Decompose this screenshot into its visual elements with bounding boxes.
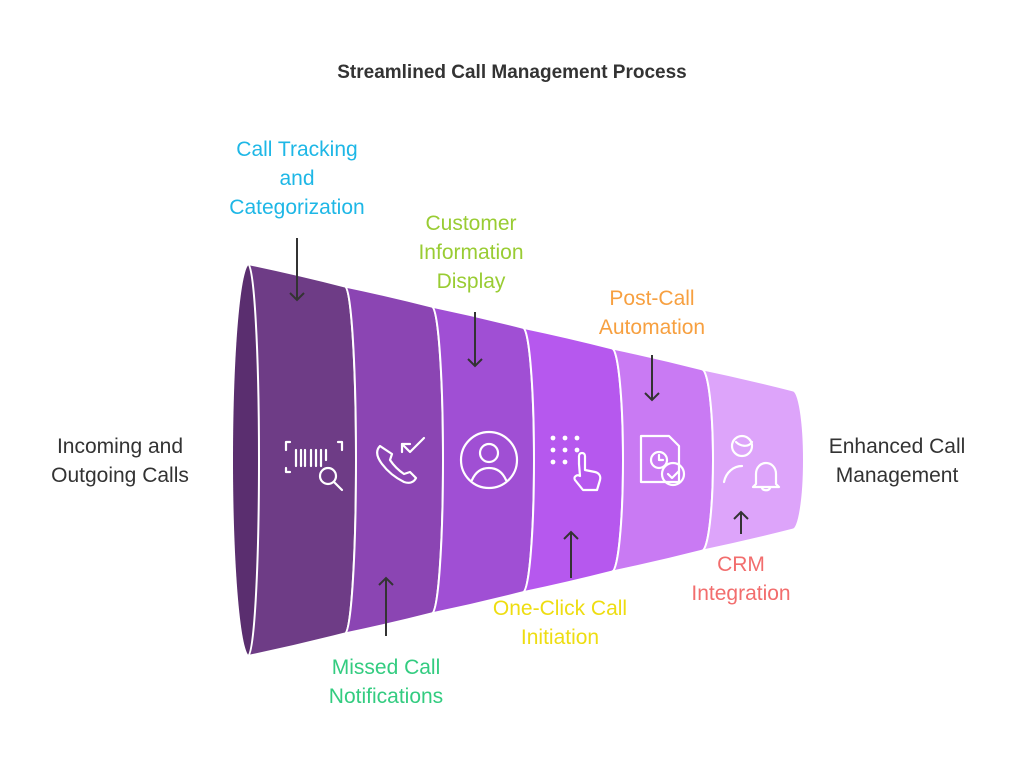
barcode-search-icon — [284, 440, 344, 492]
stage-label-line: One-Click Call — [492, 597, 628, 620]
stage-label-line: Missed Call — [331, 656, 441, 679]
scheduled-task-icon — [639, 434, 686, 487]
stage-label-line: Post-Call — [609, 287, 695, 310]
pointer-arrow — [289, 238, 305, 302]
stage-label-line: Integration — [691, 582, 791, 605]
end-label-line: Enhanced Call — [828, 435, 966, 458]
funnel-segment — [344, 285, 444, 635]
stage-label-line: Customer — [425, 212, 517, 235]
funnel-segment — [522, 326, 624, 594]
pointer-arrow — [378, 576, 394, 636]
stage-label-line: Automation — [598, 316, 706, 339]
diagram-title: Streamlined Call Management Process — [337, 62, 687, 83]
stage-label-line: Initiation — [520, 626, 600, 649]
start-label-line: Incoming and — [56, 435, 184, 458]
pointer-arrow — [563, 530, 579, 578]
stage-label-line: Display — [436, 270, 506, 293]
user-notification-icon — [722, 434, 781, 492]
pointer-arrow — [644, 355, 660, 402]
pointer-arrow — [733, 510, 749, 534]
dialpad-tap-icon — [550, 435, 602, 492]
stage-label-line: Notifications — [328, 685, 444, 708]
stage-label-line: Call Tracking — [236, 138, 358, 161]
end-label: Enhanced Call Management — [802, 432, 992, 490]
pointer-arrow — [467, 312, 483, 368]
stage-label-line: and — [279, 167, 315, 190]
start-label: Incoming and Outgoing Calls — [20, 432, 220, 490]
missed-call-icon — [376, 436, 426, 484]
funnel-segment — [701, 368, 805, 552]
stage-label-line: Categorization — [229, 196, 365, 219]
user-circle-icon — [459, 430, 519, 490]
stage-label-line: CRM — [717, 553, 765, 576]
stage-label: CRM Integration — [641, 550, 841, 608]
start-label-line: Outgoing Calls — [51, 464, 189, 487]
stage-label-line: Information — [418, 241, 524, 264]
end-label-line: Management — [835, 464, 959, 487]
